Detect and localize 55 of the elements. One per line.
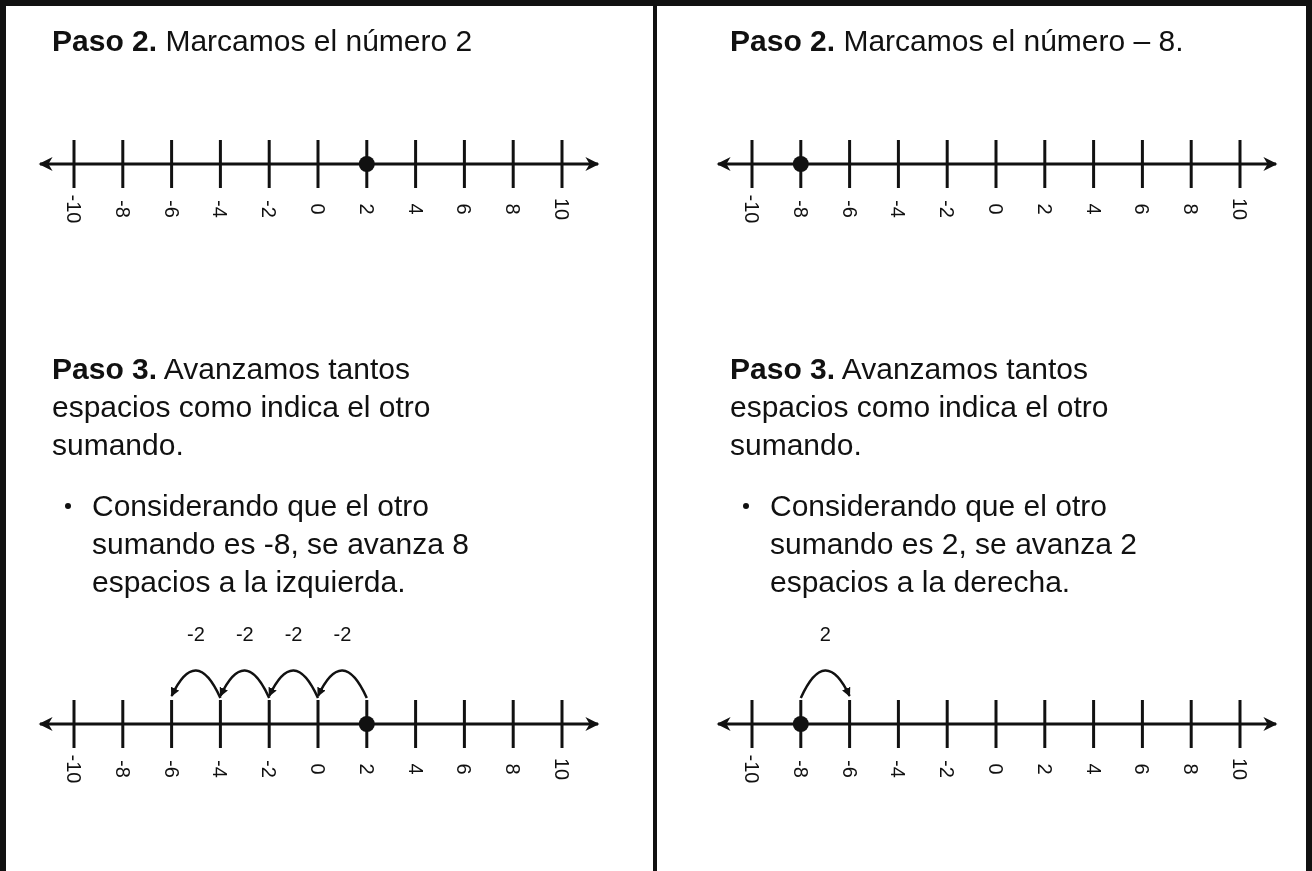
tick-label: 4: [1083, 763, 1104, 775]
step-heading: Paso 2. Marcamos el número – 8.: [730, 23, 1185, 59]
tick-label: 10: [1230, 197, 1250, 221]
tick-label: -10: [64, 754, 84, 784]
jump-label: 2: [819, 624, 831, 644]
tick-label: -10: [64, 194, 84, 224]
tick-label: 2: [1034, 203, 1055, 215]
tick-label: 0: [986, 203, 1006, 215]
tick-label: -4: [210, 760, 231, 778]
tick-label: 6: [1132, 763, 1153, 775]
jump-label: -2: [333, 624, 352, 644]
jump-label: -2: [235, 624, 254, 644]
tick-label: -6: [839, 760, 860, 778]
tick-label: -8: [112, 200, 133, 218]
tick-label: 8: [1181, 203, 1202, 215]
tick-label: 6: [454, 203, 475, 215]
tick-label: 10: [552, 197, 572, 221]
tick-label: 10: [552, 757, 572, 781]
jump-label: -2: [187, 624, 205, 644]
tick-label: -2: [937, 200, 958, 218]
tick-label: 2: [356, 203, 377, 215]
tick-label: 10: [1230, 757, 1250, 781]
bullet-text: Considerando que el otro sumando es 2, se avanza 2 espacios a la derecha.: [770, 488, 1138, 600]
tick-label: 2: [356, 763, 377, 775]
step-text: Paso 3. Avanzamos tantos espacios como indica el otro sumando.: [52, 351, 432, 463]
tick-label: 6: [1132, 203, 1153, 215]
tick-label: -4: [210, 200, 231, 218]
tick-label: -4: [888, 760, 909, 778]
step-heading: Paso 2. Marcamos el número 2: [52, 23, 474, 59]
tick-label: 4: [405, 203, 426, 215]
tick-label: -8: [790, 200, 811, 218]
tick-label: 2: [1034, 763, 1055, 775]
tick-label: 8: [1181, 763, 1202, 775]
tick-label: -8: [790, 760, 811, 778]
tick-label: 0: [986, 763, 1006, 775]
tick-label: 8: [503, 203, 524, 215]
tick-label: -10: [742, 754, 762, 784]
tick-label: -6: [161, 760, 182, 778]
tick-label: -6: [839, 200, 860, 218]
tick-label: -10: [742, 194, 762, 224]
tick-label: -4: [888, 200, 909, 218]
step-text: Paso 3. Avanzamos tantos espacios como indica el otro sumando.: [730, 351, 1110, 463]
tick-label: 6: [454, 763, 475, 775]
tick-label: 0: [308, 203, 328, 215]
tick-label: 4: [405, 763, 426, 775]
tick-label: -6: [161, 200, 182, 218]
tick-label: 8: [503, 763, 524, 775]
tick-label: -2: [259, 200, 280, 218]
tick-label: 4: [1083, 203, 1104, 215]
bullet-text: Considerando que el otro sumando es -8, se avanza 8 espacios a la izquierda.: [92, 488, 470, 600]
tick-label: -2: [937, 760, 958, 778]
tick-label: 0: [308, 763, 328, 775]
tick-label: -8: [112, 760, 133, 778]
jump-label: -2: [284, 624, 303, 644]
tick-label: -2: [259, 760, 280, 778]
